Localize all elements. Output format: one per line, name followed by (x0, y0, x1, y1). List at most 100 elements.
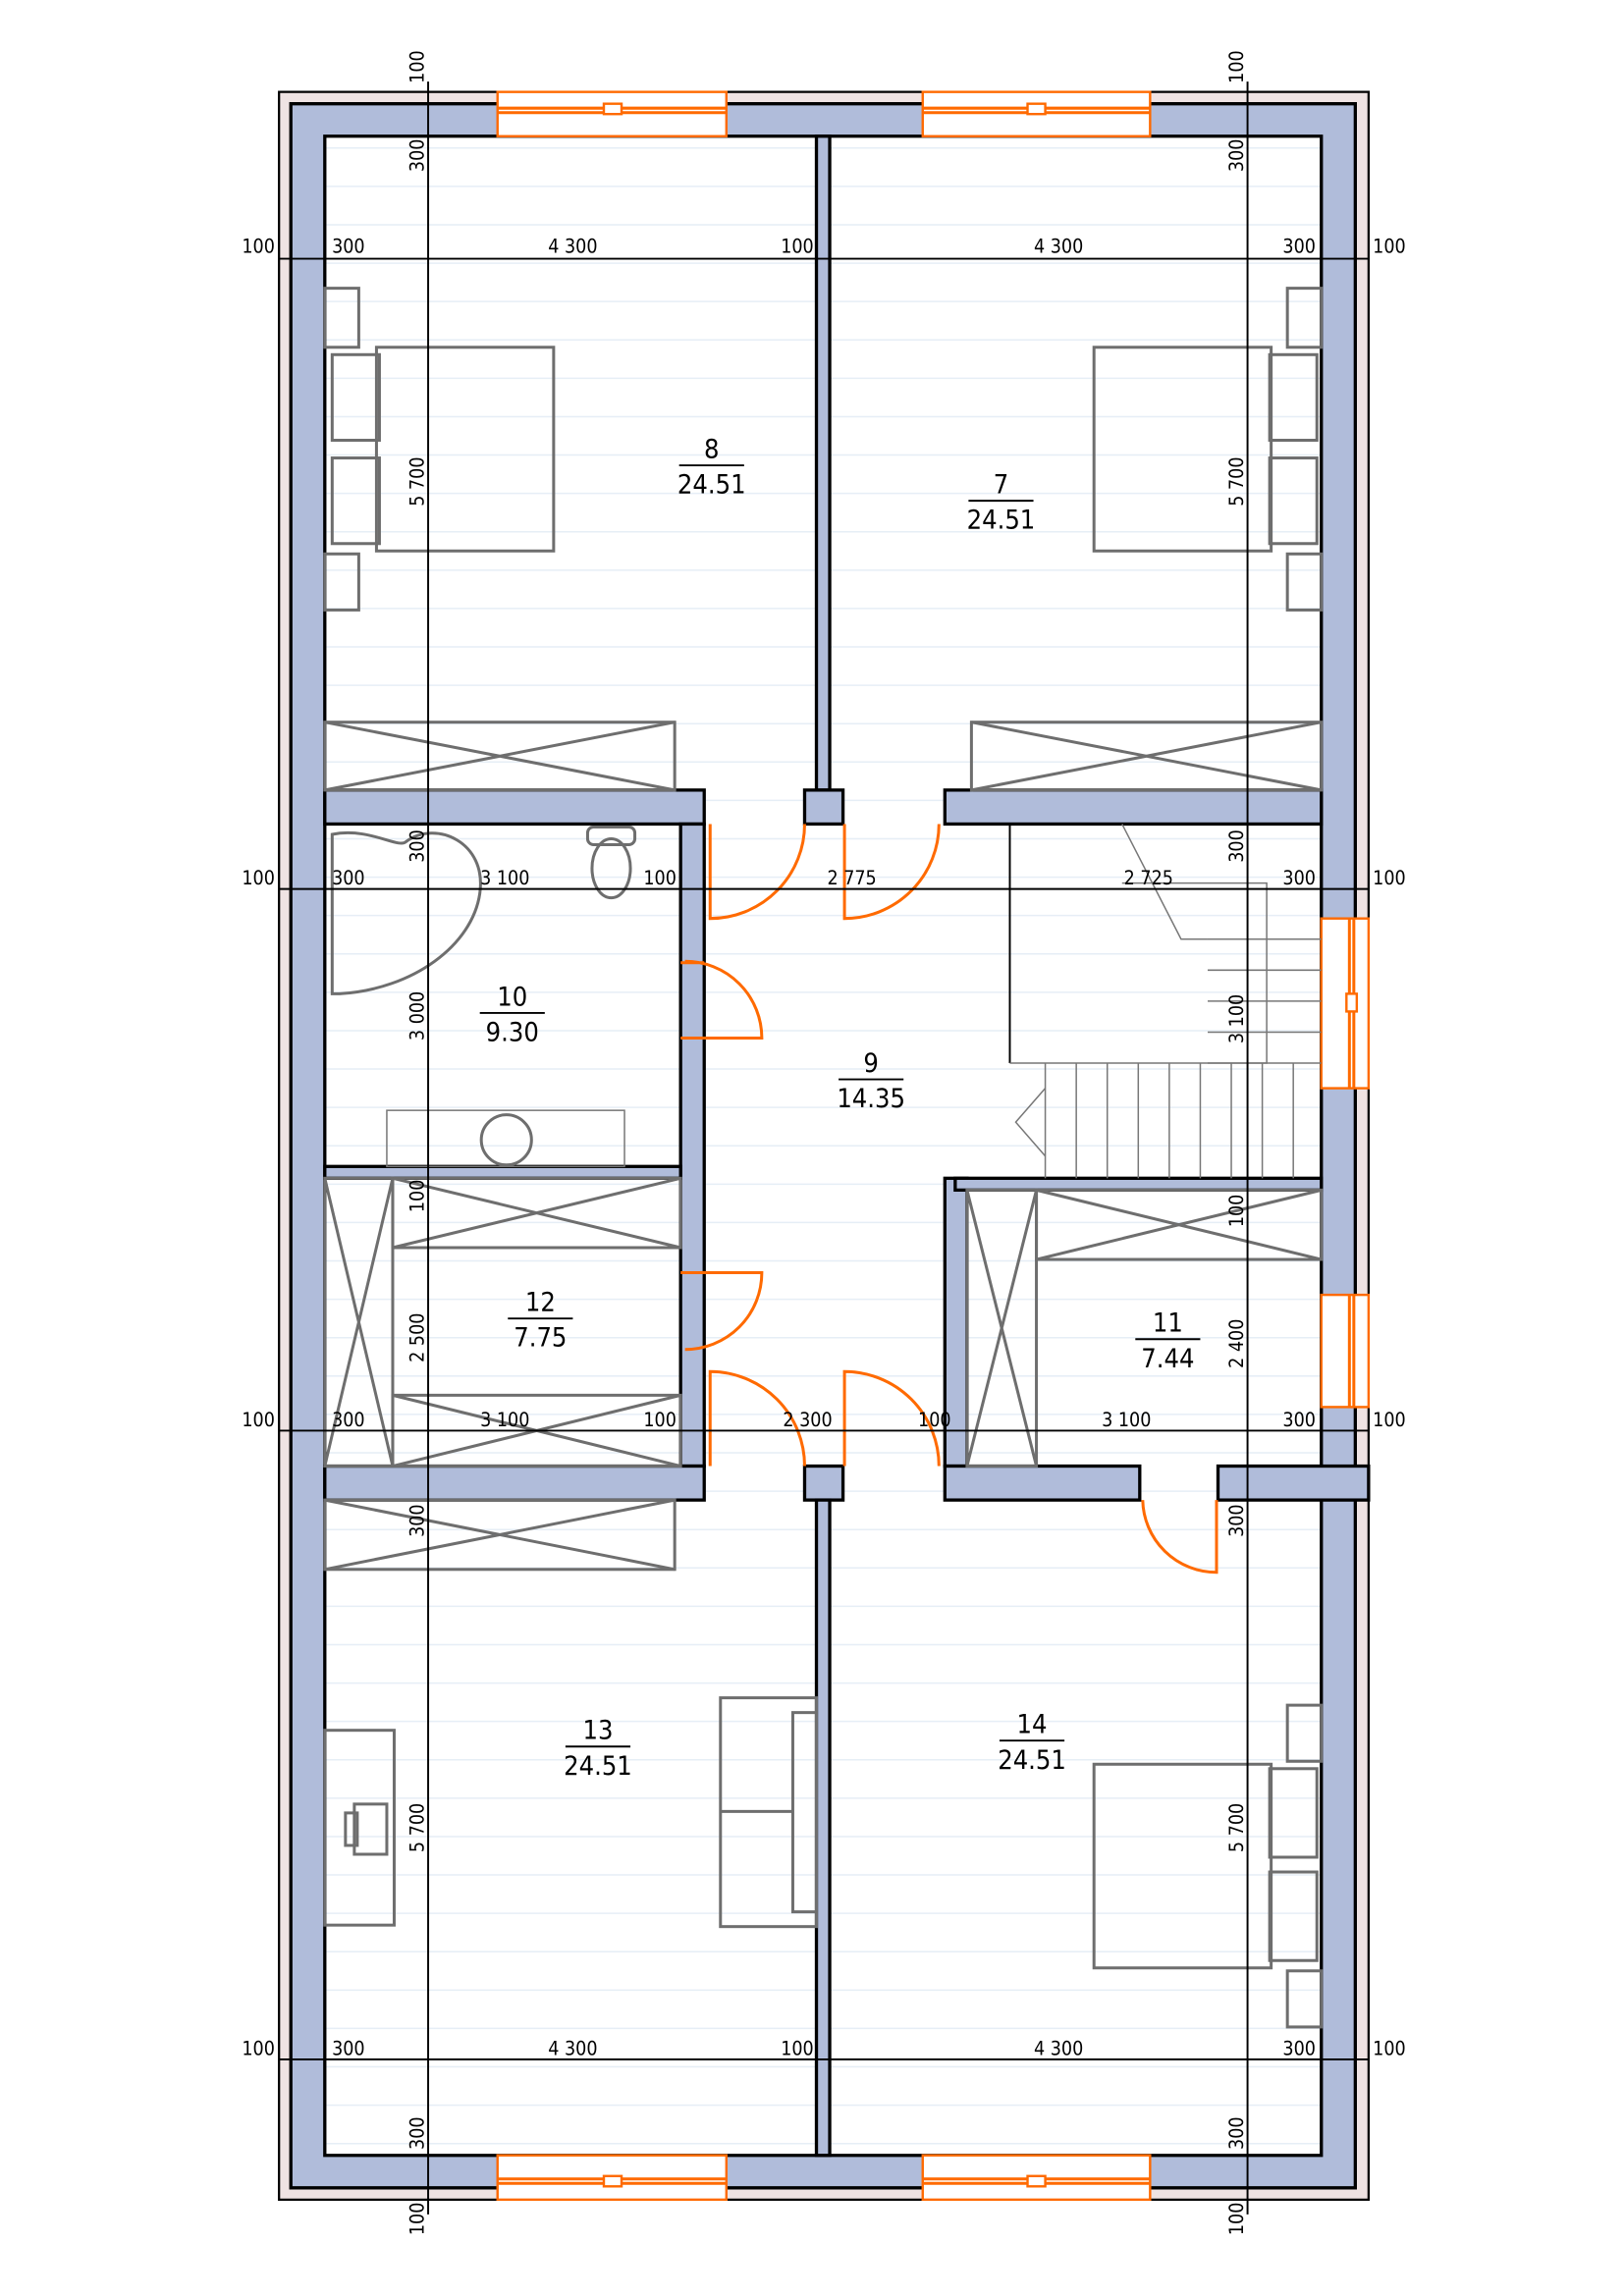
dimension-label: 3 100 (480, 1409, 529, 1431)
room-area: 7.75 (514, 1323, 567, 1354)
dimension-label: 100 (781, 2037, 814, 2059)
wardrobe-room-13 (323, 1498, 677, 1572)
room-label-9: 914.35 (837, 1048, 905, 1114)
wardrobe-room-8 (323, 721, 677, 792)
dimension-label: 3 100 (1102, 1409, 1151, 1431)
dimension-label: 300 (332, 867, 365, 889)
dimension-label: 300 (1225, 139, 1248, 173)
room-area: 24.51 (677, 470, 746, 501)
room-number: 9 (863, 1048, 878, 1079)
room-label-7: 724.51 (967, 470, 1036, 536)
room-label-8: 824.51 (677, 435, 746, 501)
dimension-label: 3 000 (406, 991, 429, 1041)
sink-counter (386, 1109, 625, 1168)
room-area: 7.44 (1141, 1344, 1194, 1374)
door-room-11[interactable] (1141, 1500, 1218, 1575)
doors[interactable] (680, 824, 1218, 1575)
door-room-8[interactable] (708, 824, 806, 921)
dimension-label: 4 300 (548, 236, 597, 258)
dimension-label: 5 700 (406, 456, 429, 506)
room-number: 7 (994, 470, 1008, 501)
dimension-label: 2 775 (827, 867, 876, 889)
dimension-label: 300 (1225, 829, 1248, 863)
window-bottom-right (921, 2154, 1152, 2202)
room-number: 8 (704, 435, 719, 465)
dimension-label: 100 (406, 1180, 429, 1213)
window-room-11 (1320, 1293, 1371, 1409)
room-area: 24.51 (998, 1745, 1066, 1776)
dimension-label: 100 (781, 236, 814, 258)
wardrobe-room-11 (965, 1188, 1324, 1468)
dimension-label: 100 (1373, 867, 1406, 889)
room-label-11: 117.44 (1135, 1308, 1201, 1374)
bed-room-8 (323, 287, 556, 612)
dimension-label: 300 (406, 829, 429, 863)
dimension-label: 100 (242, 2037, 275, 2059)
dimension-label: 100 (406, 2203, 429, 2236)
dimension-label: 5 700 (1225, 1803, 1248, 1852)
dimension-label: 300 (406, 139, 429, 173)
windows (496, 90, 1371, 2202)
door-room-10[interactable] (680, 959, 764, 1040)
dimension-label: 300 (1225, 2116, 1248, 2150)
dimension-label: 300 (332, 236, 365, 258)
room-label-12: 127.75 (508, 1288, 573, 1354)
dimension-label: 100 (643, 867, 677, 889)
room-area: 24.51 (967, 506, 1036, 536)
door-room-12[interactable] (680, 1271, 764, 1352)
dimension-lines (279, 81, 1369, 2215)
dimension-label: 4 300 (1034, 236, 1083, 258)
stair-arrow (1014, 824, 1208, 1157)
dimension-label: 100 (643, 1409, 677, 1431)
dimension-label: 100 (1373, 236, 1406, 258)
room-area: 9.30 (486, 1017, 539, 1047)
window-top-left (496, 90, 728, 137)
room-number: 13 (582, 1716, 613, 1746)
room-number: 12 (525, 1288, 556, 1318)
dimension-label: 100 (1373, 1409, 1406, 1431)
dimension-label: 2 300 (783, 1409, 832, 1431)
dimension-labels: 100 300 4 300 100 4 300 300 100 100 300 3 100 100 2… (242, 50, 1405, 2235)
room-number: 14 (1017, 1710, 1048, 1740)
desk (323, 1729, 396, 1927)
dimension-label: 300 (332, 2037, 365, 2059)
dimension-label: 2 400 (1225, 1319, 1248, 1368)
room-number: 11 (1153, 1308, 1183, 1339)
dimension-label: 300 (1282, 867, 1316, 889)
dimension-label: 4 300 (548, 2037, 597, 2059)
window-bottom-left (496, 2154, 728, 2202)
dimension-label: 4 300 (1034, 2037, 1083, 2059)
dimension-label: 100 (1225, 2203, 1248, 2236)
door-room-13[interactable] (708, 1369, 806, 1467)
room-area: 14.35 (837, 1084, 905, 1114)
bed-room-7 (1092, 287, 1324, 612)
dimension-label: 100 (1225, 1195, 1248, 1228)
dimension-label: 300 (1282, 2037, 1316, 2059)
dimension-label: 100 (406, 50, 429, 83)
door-room-14[interactable] (842, 1369, 941, 1467)
dimension-label: 300 (1282, 1409, 1316, 1431)
sofa (719, 1696, 819, 1929)
bathtub (330, 831, 482, 995)
dimension-label: 2 725 (1124, 867, 1173, 889)
dimension-label: 300 (406, 1504, 429, 1537)
wardrobe-room-7 (969, 721, 1324, 792)
dimension-label: 300 (1282, 236, 1316, 258)
dimension-label: 300 (1225, 1504, 1248, 1537)
dimension-label: 3 100 (1225, 994, 1248, 1043)
dimension-label: 3 100 (480, 867, 529, 889)
dimension-label: 100 (242, 1409, 275, 1431)
dimension-label: 100 (242, 236, 275, 258)
dimension-label: 300 (406, 2116, 429, 2150)
dimension-label: 2 500 (406, 1313, 429, 1362)
dimension-label: 300 (332, 1409, 365, 1431)
dimension-label: 100 (1225, 50, 1248, 83)
room-number: 10 (497, 982, 527, 1012)
bed-room-14 (1092, 1703, 1324, 2029)
door-room-7[interactable] (842, 824, 941, 921)
dimension-label: 100 (1373, 2037, 1406, 2059)
window-top-right (921, 90, 1152, 137)
room-label-14: 14 24.51 (998, 1710, 1066, 1776)
